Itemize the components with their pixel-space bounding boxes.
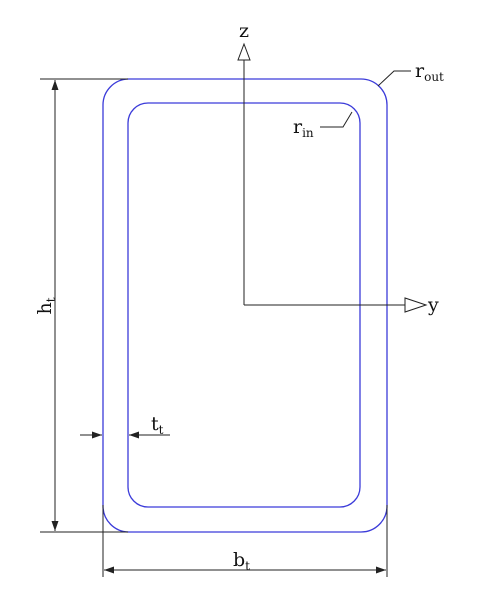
r-out-leader [377,70,411,87]
z-axis-arrowhead [237,42,251,61]
height-label: ht [34,297,58,314]
width-label: bt [233,549,250,573]
z-axis-label: z [239,20,249,42]
r-in-label: rin [293,116,314,140]
axes [237,42,428,313]
thickness-label: tt [151,413,164,437]
r-in-leader [320,111,353,128]
y-axis-arrowhead [404,297,428,313]
y-axis-label: y [427,294,439,316]
r-out-label: rout [415,60,444,84]
height-dimension [40,78,128,533]
width-dimension [102,505,388,577]
